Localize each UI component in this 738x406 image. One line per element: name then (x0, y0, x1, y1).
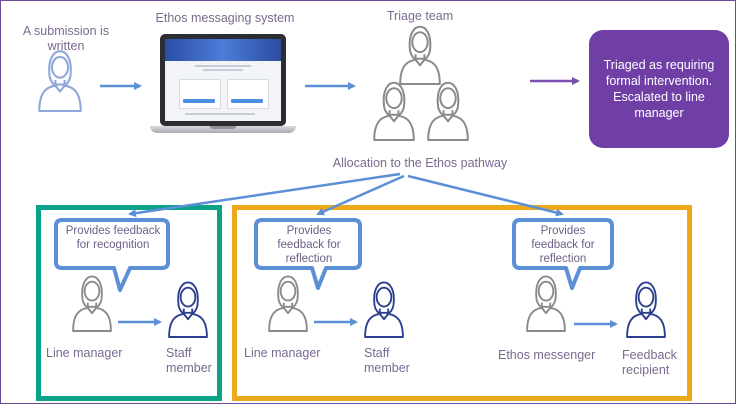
reflection-pathway-box (232, 205, 692, 401)
allocation-label: Allocation to the Ethos pathway (332, 156, 508, 170)
screen-button (183, 99, 215, 103)
laptop-screen-bezel (160, 34, 286, 126)
person-icon (364, 281, 404, 338)
recognition-pathway-box (36, 205, 222, 401)
screen-text-line (185, 113, 255, 115)
bubble-text-reflection: Provides feedback for reflection (277, 225, 341, 265)
giver-label: Ethos messenger (498, 348, 596, 362)
speech-bubble-icon (54, 218, 170, 292)
laptop-screen (165, 39, 281, 121)
messaging-system-label: Ethos messaging system (155, 11, 295, 25)
receiver-label: Staff member (166, 346, 212, 375)
submission-label: A submission is written (22, 24, 110, 53)
escalation-box: Triaged as requiring formal intervention… (589, 30, 729, 148)
person-icon (72, 275, 112, 332)
screen-panel (179, 79, 221, 109)
screen-panel (227, 79, 269, 109)
laptop-notch (210, 126, 236, 129)
receiver-label: Staff member (364, 346, 410, 375)
person-icon (399, 25, 441, 85)
screen-text-line (195, 65, 251, 67)
triage-team-label: Triage team (386, 9, 454, 23)
bubble-text-recognition: Provides feedback for recognition (65, 225, 161, 251)
person-icon (427, 81, 469, 141)
person-icon (626, 281, 666, 338)
escalation-text: Triaged as requiring formal intervention… (603, 58, 715, 120)
receiver-label: Feedback recipient (622, 348, 677, 377)
arrow-allocation-to-ethos-messenger (407, 174, 564, 217)
giver-label: Line manager (244, 346, 321, 360)
screen-header-band (165, 39, 281, 61)
screen-text-line (203, 69, 243, 71)
speech-bubble-icon (254, 218, 362, 290)
person-icon (526, 275, 566, 332)
person-icon (373, 81, 415, 141)
person-icon (168, 281, 208, 338)
person-icon (268, 275, 308, 332)
laptop-base (150, 126, 296, 133)
person-icon (38, 50, 82, 113)
speech-bubble-icon (512, 218, 614, 290)
arrow-allocation-to-reflection-line-manager (316, 174, 405, 216)
giver-label: Line manager (46, 346, 123, 360)
laptop-icon (150, 34, 296, 138)
screen-button (231, 99, 263, 103)
arrow-allocation-to-recognition (128, 172, 401, 218)
bubble-text-reflection: Provides feedback for reflection (531, 225, 595, 265)
